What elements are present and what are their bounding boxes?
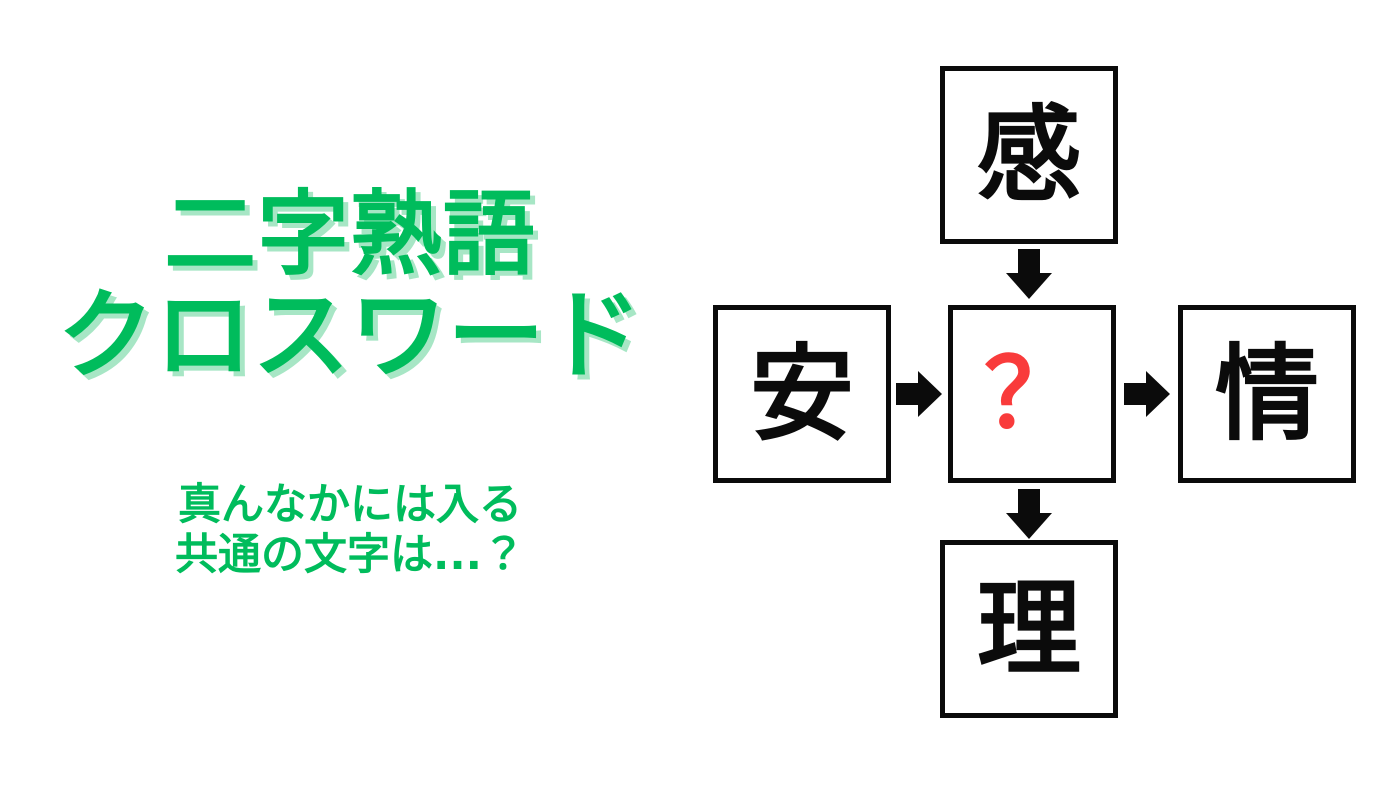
arrow-right-icon-left-to-center [896,371,942,417]
kanji-cell-bottom-char: 理 [976,568,1081,690]
subtitle-line-1: 真んなかには入る [178,480,522,530]
arrow-shaft [1018,249,1040,275]
kanji-cell-center-char: ？ [984,338,1080,450]
page-title: 二字熟語 クロスワード [0,181,700,393]
subtitle-line-2: 共通の文字は...？ [174,530,525,581]
kanji-cell-bottom: 理 [940,540,1118,718]
arrow-down-icon-center-to-bottom [1006,489,1052,539]
kanji-cell-right: 情 [1178,305,1356,483]
kanji-cell-left-char: 安 [749,333,854,455]
title-panel: 二字熟語 クロスワード 真んなかには入る 共通の文字は...？ [0,181,700,581]
arrow-head [1146,371,1170,417]
arrow-head [918,371,942,417]
crossword-diagram: 感 安 ？ 情 理 [700,0,1400,788]
title-line-1: 二字熟語 [164,181,536,288]
arrow-head [1006,273,1052,299]
arrow-down-icon-top-to-center [1006,249,1052,299]
kanji-cell-top: 感 [940,66,1118,244]
arrow-shaft [1018,489,1040,515]
kanji-cell-center-unknown[interactable]: ？ [948,305,1116,483]
arrow-shaft [1124,383,1148,405]
page-subtitle: 真んなかには入る 共通の文字は...？ [0,480,700,581]
arrow-head [1006,513,1052,539]
kanji-cell-top-char: 感 [976,94,1081,216]
arrow-right-icon-center-to-right [1124,371,1170,417]
title-line-2: クロスワード [57,279,643,393]
kanji-cell-left: 安 [713,305,891,483]
arrow-shaft [896,383,920,405]
kanji-cell-right-char: 情 [1214,333,1319,455]
